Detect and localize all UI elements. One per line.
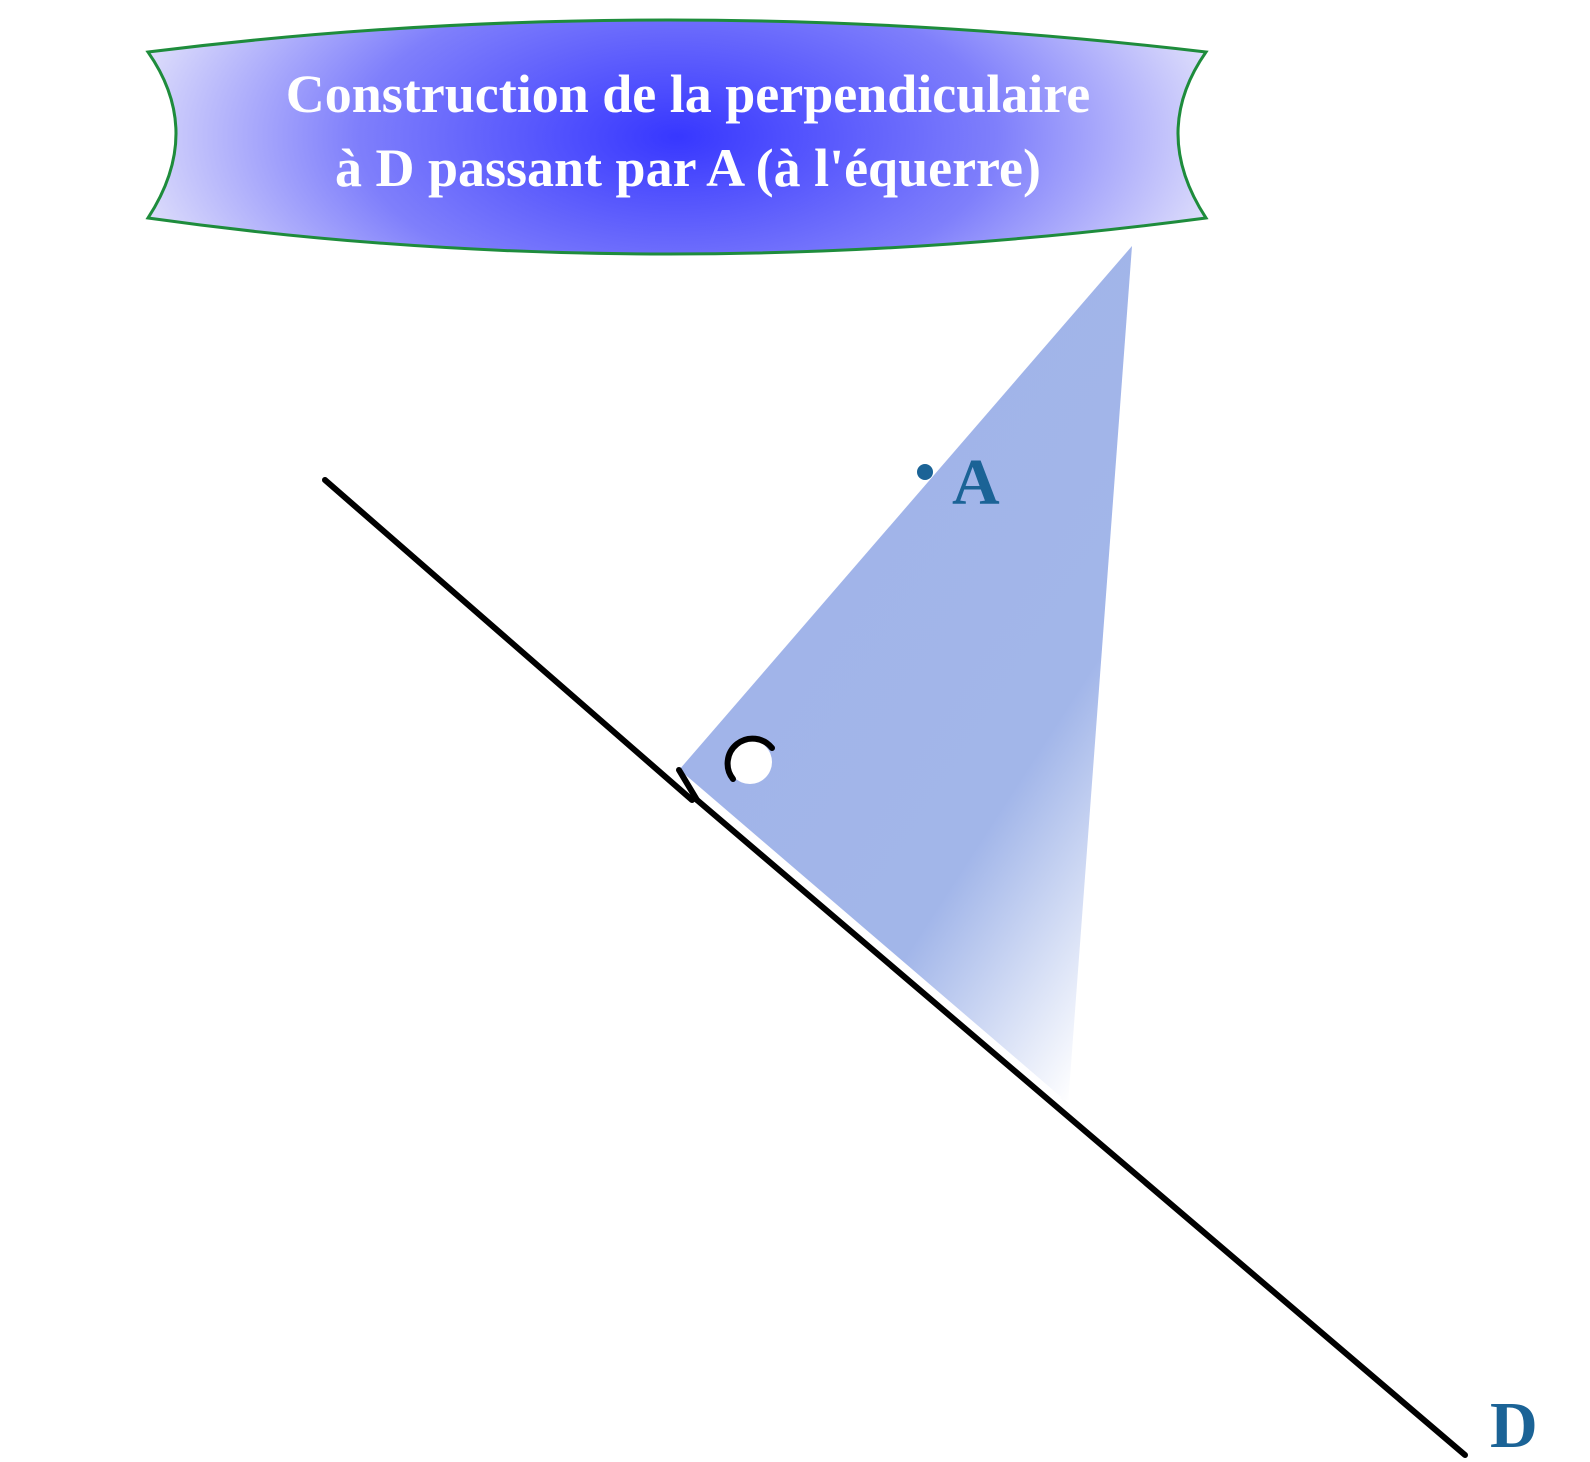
banner-title-line-2: à D passant par A (à l'équerre) — [335, 138, 1041, 198]
line-d — [322, 477, 1468, 1458]
line-d-upper-segment — [322, 477, 695, 803]
banner-ribbon — [145, 18, 1209, 256]
set-square — [679, 246, 1132, 1105]
right-angle-arc-icon — [724, 735, 775, 784]
line-d-corner-tick — [676, 767, 700, 803]
line-d-label: D — [1490, 1389, 1538, 1462]
title-banner: Construction de la perpendiculaire à D p… — [145, 18, 1209, 256]
set-square-edge — [680, 771, 1061, 1100]
banner-title-line-1: Construction de la perpendiculaire — [286, 64, 1091, 124]
right-angle-hole — [728, 740, 772, 784]
right-angle-arc — [724, 735, 775, 782]
point-a-label: A — [952, 446, 1000, 519]
point-a — [917, 464, 933, 480]
line-d-lower-segment — [694, 797, 1468, 1458]
